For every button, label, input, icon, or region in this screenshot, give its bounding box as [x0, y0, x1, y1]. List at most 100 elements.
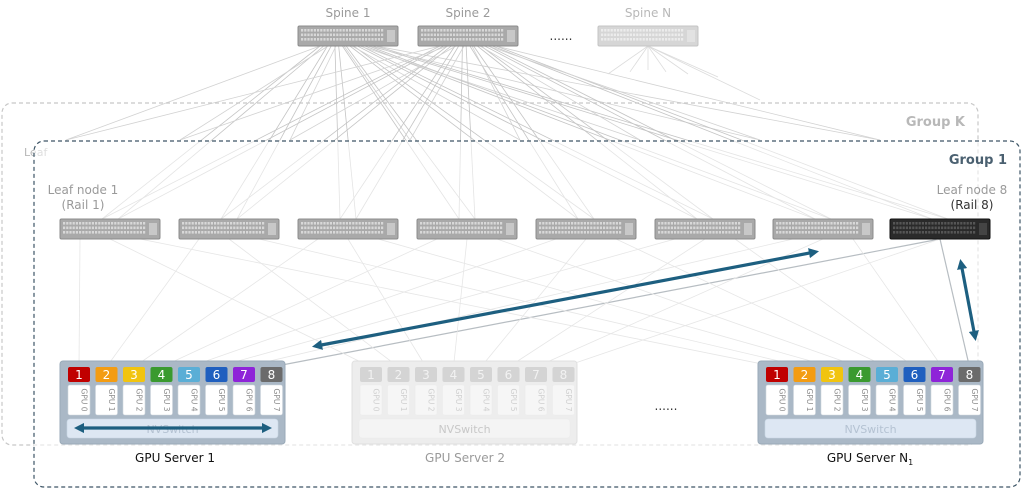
inter-server-arrow: [311, 248, 820, 350]
rail-number: 5: [185, 368, 193, 382]
leaf-switch-3: [297, 218, 399, 240]
gpu-chip: [150, 384, 173, 416]
spine-switch-1: [297, 25, 399, 47]
gpu-chip: [67, 384, 91, 416]
gpu-label: GPU 6: [245, 389, 254, 412]
leaf-node-8-rail: (Rail 8): [951, 198, 994, 212]
group-1-title: Group 1: [949, 153, 1007, 168]
rail-port-5: [876, 367, 898, 382]
gpu-label: GPU 2: [135, 389, 144, 412]
gpu-chip: [765, 384, 789, 416]
gpu-label: GPU 6: [537, 389, 546, 412]
gpu-label: GPU 7: [272, 389, 281, 412]
rail-port-4: [442, 367, 465, 382]
gpu-server-n-name: GPU Server N1: [827, 451, 913, 467]
group-k-title: Group K: [906, 115, 966, 130]
rail-port-7: [525, 367, 547, 382]
rail-port-4: [150, 367, 173, 382]
gpu-chip: [414, 384, 438, 416]
gpu-chip: [552, 384, 575, 416]
gpu-chip: [848, 384, 871, 416]
gpu-label: GPU 3: [162, 389, 171, 412]
rail-number: 3: [130, 368, 138, 382]
spine-n-stub-link: [647, 45, 667, 73]
rail-number: 5: [883, 368, 891, 382]
gpu-label: GPU 2: [833, 389, 842, 412]
rail-number: 4: [450, 368, 458, 382]
gpu-label: GPU 5: [509, 389, 518, 412]
gpu-chip: [359, 384, 383, 416]
spine-leaf-link-group-k: [471, 45, 521, 141]
gpu-chip: [903, 384, 926, 416]
spine-n-stub-link: [629, 45, 649, 73]
leaf-switch-6: [654, 218, 756, 240]
rail-number: 6: [505, 368, 513, 382]
rail-port-1: [360, 367, 382, 382]
gpu-chip: [177, 384, 201, 416]
rail-port-7: [931, 367, 953, 382]
spine-leaf-link-group-k: [487, 45, 761, 141]
gpu-chip: [442, 384, 465, 416]
leaf-switch-8: [889, 218, 991, 240]
rail-port-2: [387, 367, 410, 382]
gpu-server-1-name: GPU Server 1: [135, 451, 215, 465]
spine-leaf-link-group-k: [495, 45, 881, 141]
leaf-node-1-rail: (Rail 1): [62, 198, 105, 212]
leaf-switch-4: [416, 218, 518, 240]
gpu-chip: [122, 384, 146, 416]
gpu-chip: [930, 384, 954, 416]
nvswitch-label: NVSwitch: [844, 423, 896, 436]
leaf-switch-2: [178, 218, 280, 240]
gpu-chip: [95, 384, 118, 416]
spine-switch-3: [597, 25, 699, 47]
rail-number: 1: [367, 368, 375, 382]
rail-number: 8: [268, 368, 276, 382]
rail-number: 4: [856, 368, 864, 382]
rail-port-1: [68, 367, 90, 382]
spine-2-label: Spine 2: [445, 6, 490, 20]
gpu-label: GPU 1: [805, 389, 814, 412]
spine-leaf-link-group-k: [375, 45, 881, 141]
gpu-server-n-name-sub: 1: [908, 458, 913, 467]
leaf-switch-1: [59, 218, 161, 240]
gpu-label: GPU 1: [107, 389, 116, 412]
spine-1-label: Spine 1: [325, 6, 370, 20]
gpu-label: GPU 5: [915, 389, 924, 412]
spine-switches: [297, 25, 699, 47]
spine-n-stub-link: [647, 45, 761, 101]
gpu-label: GPU 7: [564, 389, 573, 412]
rail-number: 2: [801, 368, 809, 382]
spine-n-stub-link: [647, 45, 719, 78]
leaf-to-server-arrow: [957, 258, 979, 342]
rail-number: 7: [532, 368, 540, 382]
gpu-chip: [524, 384, 548, 416]
spine-leaf-link-group-k: [409, 45, 465, 141]
rail-number: 8: [966, 368, 974, 382]
rail-port-3: [415, 367, 437, 382]
gpu-chip: [793, 384, 816, 416]
rail-port-4: [848, 367, 871, 382]
leaf-node-8-label: Leaf node 8: [937, 183, 1008, 197]
rail-number: 2: [103, 368, 111, 382]
rail-number: 6: [213, 368, 221, 382]
rail-number: 6: [911, 368, 919, 382]
rail-port-5: [470, 367, 492, 382]
rail-port-5: [178, 367, 200, 382]
gpu-label: GPU 6: [943, 389, 952, 412]
rail-port-2: [95, 367, 118, 382]
leaf-switches: [59, 218, 991, 240]
rail-port-3: [821, 367, 843, 382]
gpu-chip: [958, 384, 981, 416]
rail-port-8: [260, 367, 283, 382]
rail-number: 7: [938, 368, 946, 382]
gpu-chip: [260, 384, 283, 416]
rail-port-6: [497, 367, 520, 382]
server-ellipsis: ......: [655, 399, 678, 413]
leaf-switch-7: [772, 218, 874, 240]
gpu-label: GPU 4: [190, 389, 199, 412]
rail-number: 1: [773, 368, 781, 382]
